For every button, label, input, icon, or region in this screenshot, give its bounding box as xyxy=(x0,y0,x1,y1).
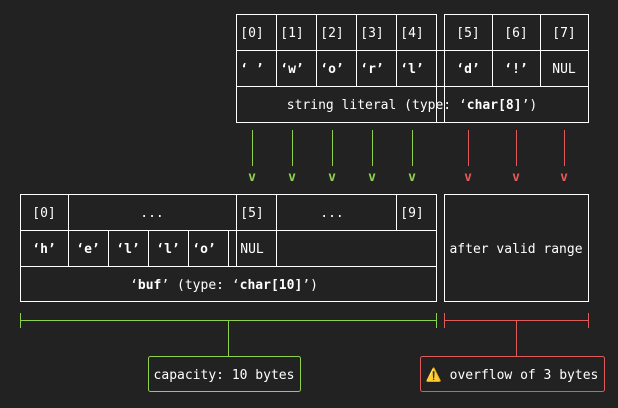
arrow-head-red: v xyxy=(512,170,520,185)
literal-index: [2] xyxy=(320,26,343,41)
overflow-bracket: ⚠️ overflow of 3 bytes xyxy=(420,313,605,392)
arrow-head-green: v xyxy=(408,170,416,185)
literal-caption-type: char[8] xyxy=(467,98,522,113)
buf-char: ‘l’ xyxy=(116,242,139,257)
literal-char-nul: NUL xyxy=(552,62,576,77)
buf-char-nul: NUL xyxy=(240,242,264,257)
buf-caption: ‘buf’ (type: ‘char[10]’) xyxy=(130,278,318,293)
literal-row-divider-gap xyxy=(437,50,444,51)
literal-char: ‘o’ xyxy=(320,62,343,77)
buf-caption-name: buf xyxy=(138,278,161,293)
literal-caption-gap-fill xyxy=(437,87,444,123)
after-range-label: after valid range xyxy=(449,242,582,257)
after-range-block: after valid range xyxy=(444,194,589,302)
literal-caption: string literal (type: ‘char[8]’) xyxy=(287,98,537,113)
overflow-label-box xyxy=(420,356,605,392)
buf-frame xyxy=(20,194,437,302)
string-literal-block: [0] [1] [2] [3] [4] [5] [6] [7] ‘ ’ ‘w’ … xyxy=(236,14,589,123)
buf-block: [0] ... [5] ... [9] ‘h’ ‘e’ ‘l’ ‘l’ ‘o’ … xyxy=(20,194,437,302)
literal-char: ‘w’ xyxy=(280,62,303,77)
buf-caption-close: ’) xyxy=(302,278,318,293)
arrow-head-green: v xyxy=(288,170,296,185)
literal-char: ‘r’ xyxy=(360,62,383,77)
literal-caption-divider-gap xyxy=(437,86,444,87)
arrow-head-green: v xyxy=(328,170,336,185)
arrow-head-green: v xyxy=(368,170,376,185)
buf-char: ‘h’ xyxy=(32,242,55,257)
literal-char: ‘d’ xyxy=(456,62,479,77)
buf-ellipsis: ... xyxy=(320,206,343,221)
capacity-bracket: capacity: 10 bytes xyxy=(20,313,437,392)
literal-index: [3] xyxy=(360,26,383,41)
after-range-frame xyxy=(444,194,589,302)
arrow-head-red: v xyxy=(464,170,472,185)
buf-index: [5] xyxy=(240,206,263,221)
buf-caption-type: char[10] xyxy=(240,278,303,293)
buf-char: ‘l’ xyxy=(156,242,179,257)
buf-caption-open: ‘ xyxy=(130,278,138,293)
copy-connectors: v v v v v v v v xyxy=(248,130,568,185)
literal-index: [7] xyxy=(552,26,575,41)
buf-index: [9] xyxy=(400,206,423,221)
capacity-label: capacity: 10 bytes xyxy=(154,368,295,383)
literal-index: [4] xyxy=(400,26,423,41)
literal-char: ‘!’ xyxy=(504,62,527,77)
literal-caption-prefix: string literal (type: ‘ xyxy=(287,98,467,113)
literal-char: ‘l’ xyxy=(400,62,423,77)
literal-caption-suffix: ’) xyxy=(522,98,538,113)
arrow-head-red: v xyxy=(560,170,568,185)
buf-char: ‘e’ xyxy=(76,242,99,257)
buf-ellipsis: ... xyxy=(140,206,163,221)
literal-index: [5] xyxy=(456,26,479,41)
overflow-label: ⚠️ overflow of 3 bytes xyxy=(426,367,599,383)
buf-char: ‘o’ xyxy=(192,242,215,257)
arrow-head-green: v xyxy=(248,170,256,185)
literal-index: [0] xyxy=(240,26,263,41)
buf-caption-mid: ’ (type: ‘ xyxy=(161,278,239,293)
literal-index: [6] xyxy=(504,26,527,41)
buf-index: [0] xyxy=(32,206,55,221)
capacity-label-box xyxy=(148,356,301,392)
literal-char: ‘ ’ xyxy=(240,62,263,77)
literal-index: [1] xyxy=(280,26,303,41)
